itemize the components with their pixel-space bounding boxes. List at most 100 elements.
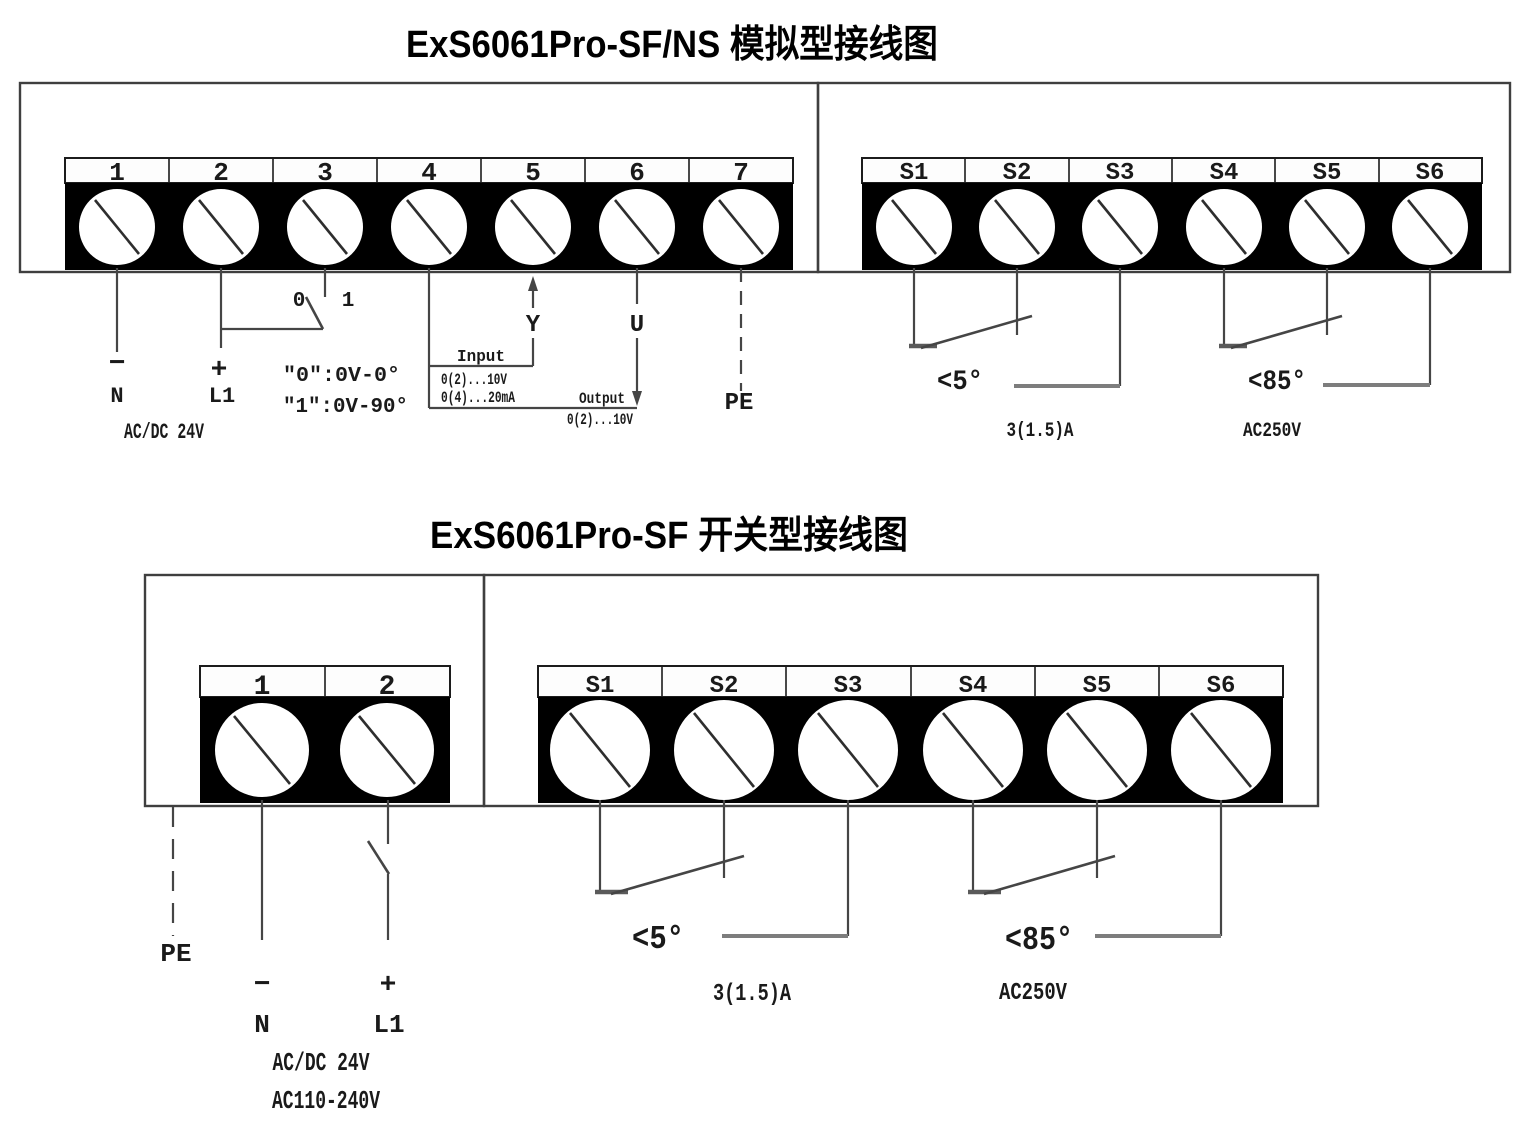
analog-signal-wiring: <5° 3(1.5)A <85° AC250V	[909, 268, 1432, 443]
terminal-number-label: 2	[379, 672, 396, 703]
analog-diagram-title: ExS6061Pro-SF/NS 模拟型接线图	[406, 24, 938, 66]
terminal-screw	[79, 189, 155, 265]
terminal-number-label: S2	[1003, 160, 1032, 187]
contact-voltage-rating-label: AC250V	[999, 980, 1067, 1007]
terminal-number-label: 3	[317, 158, 333, 188]
terminal-number-label: S4	[1210, 160, 1239, 187]
pe-label: PE	[160, 939, 191, 969]
y-signal-label: Y	[526, 312, 541, 339]
contact-current-rating-label: 3(1.5)A	[713, 981, 791, 1008]
switch-signal-terminal-strip: S1 S2 S3 S4 S5 S6	[537, 665, 1284, 803]
input-arrow-up-icon	[528, 276, 538, 291]
terminal-screw	[183, 189, 259, 265]
terminal-screw	[1186, 189, 1262, 265]
terminal-screw	[215, 703, 309, 797]
terminal-screw	[599, 189, 675, 265]
terminal-screw	[1082, 189, 1158, 265]
neutral-label: N	[110, 384, 123, 409]
polarity-plus-label: +	[211, 355, 228, 386]
output-arrow-down-icon	[632, 391, 642, 406]
switch-blade	[304, 296, 325, 330]
analog-power-terminal-strip: 1 2 3 4 5 6 7	[64, 157, 794, 270]
switch-power-terminal-strip: 1 2	[199, 665, 451, 803]
open-angle-label: <85°	[1005, 922, 1073, 959]
terminal-screw	[923, 700, 1023, 800]
output-voltage-range-label: 0(2)...10V	[567, 411, 633, 429]
terminal-screw	[340, 703, 434, 797]
terminal-screw	[703, 189, 779, 265]
switch-pos1-label: 1	[342, 290, 355, 313]
switch-pos0-label: 0	[293, 290, 306, 313]
terminal-screw	[1392, 189, 1468, 265]
analog-enclosure-right	[816, 81, 1512, 274]
switch-diagram-title: ExS6061Pro-SF 开关型接线图	[430, 515, 908, 557]
output-title-label: Output	[579, 390, 625, 408]
limit-switch-blade	[983, 854, 1116, 896]
switch-diagram: ExS6061Pro-SF 开关型接线图 1 2 S1 S2 S3 S4 S5	[143, 515, 1320, 1116]
terminal-screw	[391, 189, 467, 265]
input-title-label: Input	[457, 348, 505, 367]
supply-voltage-label: AC/DC 24V	[124, 420, 205, 445]
supply-voltage-ac-label: AC110-240V	[272, 1086, 380, 1116]
switch-signal-wiring: <5° 3(1.5)A <85° AC250V	[595, 800, 1223, 1008]
terminal-number-label: 7	[733, 158, 749, 188]
terminal-screw	[287, 189, 363, 265]
terminal-number-label: S1	[900, 160, 929, 187]
terminal-number-label: S3	[1106, 160, 1135, 187]
terminal-number-label: 1	[254, 672, 271, 703]
polarity-minus-label: −	[109, 349, 126, 380]
polarity-plus-label: +	[380, 970, 397, 1001]
terminal-screw	[1289, 189, 1365, 265]
terminal-number-label: S6	[1416, 160, 1445, 187]
switch-power-wiring: PE − N + L1 AC/DC 24V AC110-240V	[160, 800, 405, 1116]
terminal-screw	[979, 189, 1055, 265]
terminal-screw	[798, 700, 898, 800]
closed-angle-label: <5°	[937, 367, 983, 398]
contact-voltage-rating-label: AC250V	[1243, 420, 1301, 443]
open-angle-label: <85°	[1248, 367, 1306, 398]
u-signal-label: U	[630, 312, 644, 339]
terminal-number-label: S5	[1313, 160, 1342, 187]
contact-current-rating-label: 3(1.5)A	[1007, 420, 1074, 443]
neutral-label: N	[254, 1010, 270, 1040]
terminal-screw	[674, 700, 774, 800]
terminal-number-label: 1	[109, 158, 125, 188]
output-signal-group: U Output 0(2)...10V	[429, 268, 644, 429]
mode0-description: ″0″:0V-0°	[283, 365, 400, 388]
analog-signal-terminal-strip: S1 S2 S3 S4 S5 S6	[861, 157, 1483, 270]
terminal-screw	[550, 700, 650, 800]
limit-switch-blade	[610, 854, 745, 896]
switch-enclosure-right	[482, 573, 1320, 808]
limit-switch-blade	[920, 314, 1033, 350]
analog-power-wiring: − N + L1 AC/DC 24V 0 1 ″0″:0V-0° ″1″:0V-…	[109, 268, 753, 445]
terminal-number-label: 4	[421, 158, 437, 188]
terminal-number-label: 2	[213, 158, 229, 188]
supply-voltage-dc-label: AC/DC 24V	[273, 1048, 370, 1078]
terminal-number-label: S6	[1207, 673, 1236, 700]
terminal-number-label: 6	[629, 158, 645, 188]
terminal-block-body	[862, 183, 1482, 270]
power-switch-blade	[366, 840, 391, 875]
terminal-screw	[495, 189, 571, 265]
terminal-number-label: S3	[834, 673, 863, 700]
line-label: L1	[373, 1010, 404, 1040]
analog-diagram: ExS6061Pro-SF/NS 模拟型接线图 1 2 3 4 5 6 7	[18, 24, 1512, 445]
terminal-number-label: S1	[586, 673, 615, 700]
terminal-number-label: S4	[959, 673, 988, 700]
limit-switch-blade	[1230, 314, 1343, 350]
input-current-range-label: 0(4)...20mA	[441, 389, 515, 407]
terminal-screw	[876, 189, 952, 265]
terminal-number-label: S5	[1083, 673, 1112, 700]
mode-selector-switch: 0 1	[221, 268, 355, 331]
input-signal-group: Y Input 0(2)...10V 0(4)...20mA	[427, 268, 541, 408]
line-label: L1	[209, 384, 235, 409]
terminal-screw	[1171, 700, 1271, 800]
terminal-number-label: 5	[525, 158, 541, 188]
closed-angle-label: <5°	[632, 921, 684, 958]
input-voltage-range-label: 0(2)...10V	[441, 371, 507, 389]
terminal-number-label: S2	[710, 673, 739, 700]
polarity-minus-label: −	[254, 970, 271, 1001]
mode1-description: ″1″:0V-90°	[283, 396, 408, 419]
